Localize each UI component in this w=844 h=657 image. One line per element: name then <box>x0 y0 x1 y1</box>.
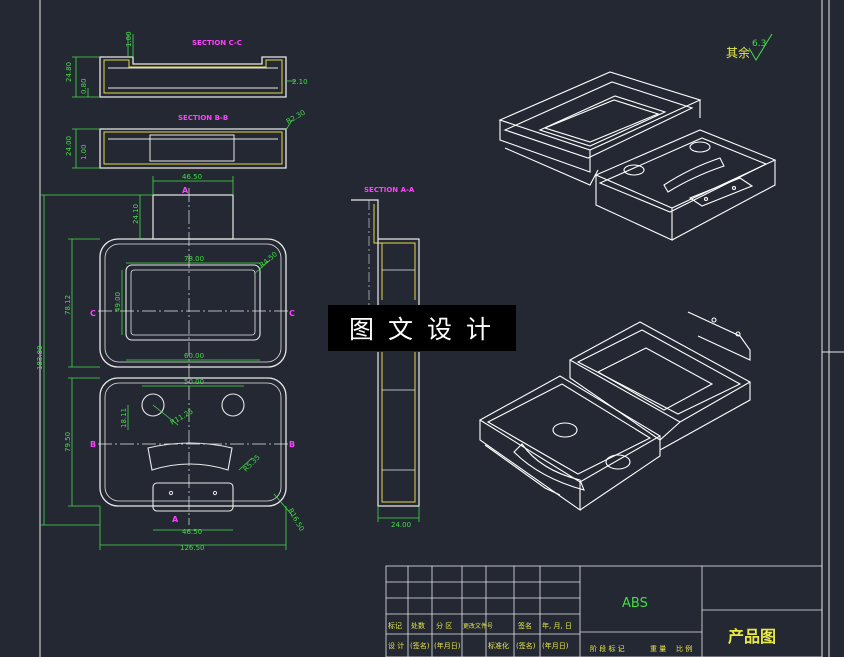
dim-46-50-top: 46.50 <box>182 173 202 181</box>
row-label-5: 年, 月, 日 <box>542 621 572 630</box>
roughness-note: 其余 6.3 <box>726 33 773 61</box>
marker-c-right: C <box>289 309 295 318</box>
dim-24-00-left: 24.00 <box>65 136 73 156</box>
isometric-closed-view <box>498 71 777 241</box>
section-markers: A A C C B B <box>90 186 295 524</box>
row-label-3: 更改文件号 <box>463 622 493 630</box>
marker-a-bottom: A <box>172 515 179 524</box>
drawing-name: 产品图 <box>728 627 776 646</box>
row2-label-4: (签名) <box>516 641 536 650</box>
marker-c-left: C <box>90 309 96 318</box>
row-label-1: 处数 <box>411 621 425 630</box>
marker-a-top: A <box>182 186 189 195</box>
row2-label-2: (年月日) <box>434 641 461 650</box>
row2-label-0: 设 计 <box>388 641 404 650</box>
section-bb-view: SECTION B-B 24.00 1.00 R2.30 <box>65 109 307 169</box>
dim-60-00: 60.00 <box>184 352 204 360</box>
dim-1-00: 1.00 <box>125 31 133 47</box>
material-label: ABS <box>622 596 648 611</box>
dim-50-00: 50.00 <box>184 378 204 386</box>
row-label-4: 签名 <box>518 621 532 630</box>
marker-b-left: B <box>90 440 96 449</box>
dim-24-00-right: 24.00 <box>391 521 411 529</box>
row-label-2: 分 区 <box>436 621 452 630</box>
plan-dimension-labels: 46.50 24.10 183.80 78.12 78.00 R4.50 49.… <box>36 173 306 552</box>
roughness-label: 其余 <box>726 45 750 60</box>
dim-1-00b: 1.00 <box>80 144 88 160</box>
isometric-open-view <box>478 311 752 512</box>
dim-r2-30: R2.30 <box>285 109 307 126</box>
dim-126-50: 126.50 <box>180 544 205 552</box>
dim-r4-50: R4.50 <box>258 250 279 269</box>
dim-r16-50: R16.50 <box>286 507 305 533</box>
title-block <box>385 565 823 657</box>
dim-2-10: 2.10 <box>292 78 308 86</box>
section-aa-title: SECTION A-A <box>364 186 415 194</box>
row2-label-3: 标准化 <box>488 641 509 650</box>
plan-view <box>98 188 290 525</box>
dim-24-80: 24.80 <box>65 62 73 82</box>
dim-183-80: 183.80 <box>36 346 44 371</box>
dim-79-50: 79.50 <box>64 432 72 452</box>
section-aa-view: SECTION A-A 24.00 <box>351 186 420 529</box>
dim-49-00: 49.00 <box>114 292 122 312</box>
row-label-0: 标记 <box>388 621 402 630</box>
section-cc-view: SECTION C-C 24.80 0.80 1.00 2.10 <box>65 31 308 98</box>
section-bb-title: SECTION B-B <box>178 114 228 122</box>
roughness-value: 6.3 <box>752 39 766 49</box>
dim-18-11: 18.11 <box>120 408 128 428</box>
dim-24-10: 24.10 <box>132 204 140 224</box>
dim-r11-25: R11.25 <box>169 407 195 426</box>
dim-r5-35: R5.35 <box>242 453 262 473</box>
plan-dimensions <box>40 176 293 550</box>
dim-78-00: 78.00 <box>184 255 204 263</box>
drawing-frame <box>39 0 844 657</box>
section-cc-title: SECTION C-C <box>192 39 242 47</box>
dim-0-80: 0.80 <box>80 78 88 94</box>
stage-label-0: 阶 段 标 记 <box>590 644 625 653</box>
stage-label-2: 比 例 <box>676 644 692 653</box>
marker-b-right: B <box>289 440 295 449</box>
title-block-text: ABS 产品图 标记 处数 分 区 更改文件号 签名 年, 月, 日 设 计 (… <box>388 596 776 653</box>
dim-78-12: 78.12 <box>64 295 72 315</box>
dim-46-50-bottom: 46.50 <box>182 528 202 536</box>
watermark-banner: 图文设计 <box>328 305 516 351</box>
row2-label-1: (签名) <box>410 641 430 650</box>
stage-label-1: 重 量 <box>650 645 666 653</box>
row2-label-5: (年月日) <box>542 641 569 650</box>
